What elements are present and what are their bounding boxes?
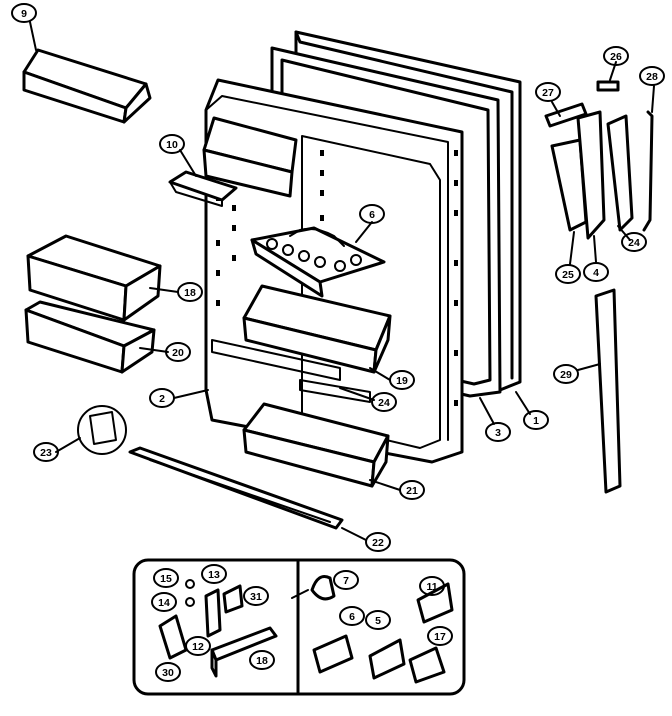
callout-label: 29 bbox=[560, 369, 572, 381]
callout-label: 10 bbox=[166, 139, 178, 151]
callout-label: 5 bbox=[375, 615, 381, 627]
callout-14: 14 bbox=[151, 592, 177, 612]
callout-label: 24 bbox=[628, 237, 640, 249]
door-shelf-middle bbox=[242, 284, 392, 374]
right-side-parts bbox=[544, 80, 654, 494]
callout-28: 28 bbox=[639, 66, 665, 86]
callout-label: 4 bbox=[593, 267, 599, 279]
callout-5: 5 bbox=[365, 610, 391, 630]
callout-15: 15 bbox=[153, 568, 179, 588]
callout-17: 17 bbox=[427, 626, 453, 646]
egg-tray bbox=[250, 226, 386, 298]
callout-label: 19 bbox=[396, 375, 408, 387]
callout-24-door: 24 bbox=[371, 392, 397, 412]
callout-30: 30 bbox=[155, 662, 181, 682]
hinge-detail bbox=[77, 405, 127, 455]
callout-10: 10 bbox=[159, 134, 185, 154]
callout-12: 12 bbox=[185, 636, 211, 656]
callout-label: 21 bbox=[406, 485, 418, 497]
callout-label: 15 bbox=[160, 573, 172, 585]
callout-label: 12 bbox=[192, 641, 204, 653]
callout-label: 23 bbox=[40, 447, 52, 459]
callout-9: 9 bbox=[11, 3, 37, 23]
callout-4: 4 bbox=[583, 262, 609, 282]
callout-label: 1 bbox=[533, 415, 539, 427]
dairy-compartment bbox=[202, 116, 298, 198]
callout-19: 19 bbox=[389, 370, 415, 390]
callout-label: 22 bbox=[372, 537, 384, 549]
callout-label: 26 bbox=[610, 51, 622, 63]
dairy-door bbox=[168, 170, 238, 207]
callout-label: 6 bbox=[349, 611, 355, 623]
callout-6-egg-tray: 6 bbox=[359, 204, 385, 224]
callout-22: 22 bbox=[365, 532, 391, 552]
callout-2: 2 bbox=[149, 388, 175, 408]
callout-label: 14 bbox=[158, 597, 170, 609]
leader-lines bbox=[29, 21, 655, 599]
callout-27: 27 bbox=[535, 82, 561, 102]
callout-23: 23 bbox=[33, 442, 59, 462]
dairy-cover bbox=[22, 48, 152, 124]
callout-label: 20 bbox=[172, 347, 184, 359]
callout-label: 13 bbox=[208, 569, 220, 581]
callout-label: 3 bbox=[495, 427, 501, 439]
callout-label: 30 bbox=[162, 667, 174, 679]
callout-18-bracket: 18 bbox=[249, 650, 275, 670]
callout-25: 25 bbox=[555, 264, 581, 284]
callout-label: 25 bbox=[562, 269, 574, 281]
bottom-trim bbox=[128, 446, 344, 530]
callout-label: 24 bbox=[378, 397, 390, 409]
callout-6-clip: 6 bbox=[339, 606, 365, 626]
door-shelf-lower bbox=[242, 402, 390, 488]
hardware-inset bbox=[132, 558, 466, 696]
callout-29: 29 bbox=[553, 364, 579, 384]
callout-18-bin: 18 bbox=[177, 282, 203, 302]
callout-label: 6 bbox=[369, 209, 375, 221]
callout-label: 18 bbox=[256, 655, 268, 667]
door-bin-lower bbox=[24, 300, 156, 374]
callout-label: 11 bbox=[426, 581, 437, 593]
callout-label: 18 bbox=[184, 287, 196, 299]
callout-21: 21 bbox=[399, 480, 425, 500]
callout-11: 11 bbox=[419, 576, 445, 596]
callout-label: 17 bbox=[434, 631, 446, 643]
door-bin-upper bbox=[26, 234, 162, 322]
callout-label: 2 bbox=[159, 393, 165, 405]
callout-label: 27 bbox=[542, 87, 554, 99]
callout-label: 9 bbox=[21, 8, 27, 20]
callout-label: 31 bbox=[250, 591, 262, 603]
callout-label: 7 bbox=[343, 575, 349, 587]
callout-26: 26 bbox=[603, 46, 629, 66]
callout-label: 28 bbox=[646, 71, 658, 83]
callout-24-strip: 24 bbox=[621, 232, 647, 252]
callout-31: 31 bbox=[243, 586, 269, 606]
callout-1: 1 bbox=[523, 410, 549, 430]
callout-3: 3 bbox=[485, 422, 511, 442]
callout-20: 20 bbox=[165, 342, 191, 362]
callouts: 9 10 6 18 20 19 2 24 23 21 22 3 1 26 28 … bbox=[11, 3, 665, 682]
callout-13: 13 bbox=[201, 564, 227, 584]
callout-7: 7 bbox=[333, 570, 359, 590]
